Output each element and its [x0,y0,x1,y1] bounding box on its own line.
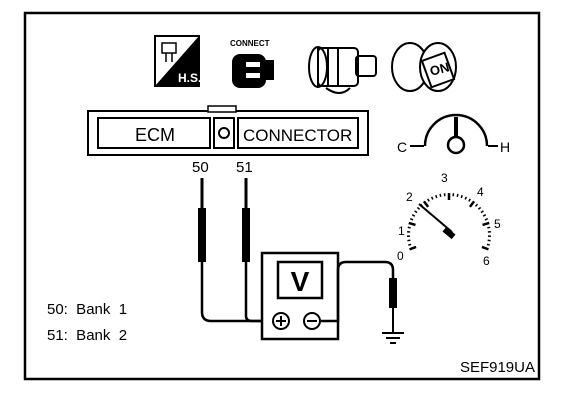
temp-cold-label: C [397,139,407,155]
tach-minor-mark [460,194,463,199]
tach-minor-mark [414,210,418,214]
tach-major-mark [422,200,430,208]
terminal-51-label: 51 [236,159,253,176]
tach-minor-mark [464,196,468,200]
tach-minor-mark [409,218,414,221]
temperature-gauge: C H [397,113,510,155]
tach-tick-1: 1 [398,224,405,238]
voltmeter-label: V [291,266,310,297]
tach-minor-mark [435,194,438,199]
legend-bank-2: 51: Bank 2 [47,327,127,344]
wire-terminal-51 [244,262,270,323]
tach-minor-mark [456,193,459,198]
tach-major-mark [408,221,416,227]
ecm-connector: ECM CONNECTOR [87,105,369,156]
tach-minor-mark [439,193,442,198]
hs-icon: H.S. [154,35,201,87]
tach-minor-mark [419,203,424,207]
tach-tick-4: 4 [477,185,484,199]
tach-major-mark [482,221,490,227]
probe-terminal-50 [198,178,206,262]
connect-icon-text: CONNECT [230,39,270,48]
tach-minor-mark [484,218,489,221]
tach-major-mark [481,245,489,251]
tach-minor-mark [487,226,491,229]
probe-terminal-51 [242,178,250,262]
ground-probe [389,278,397,308]
tach-minor-mark [407,226,411,229]
ground-symbol [382,332,404,344]
tach-major-mark [409,245,417,251]
connector-label: CONNECTOR [243,126,352,145]
temp-hot-label: H [500,139,510,155]
voltmeter: V [260,251,340,341]
legend-bank-1: 50: Bank 1 [47,301,127,318]
key-on-text: ON [428,59,451,79]
tach-minor-mark [408,243,412,246]
tach-minor-mark [486,243,490,246]
tach-tick-6: 6 [483,254,490,268]
tach-minor-mark [468,198,471,202]
tach-minor-mark [416,206,421,210]
tach-minor-mark [480,210,484,214]
tach-minor-mark [430,196,434,200]
tach-minor-mark [477,206,482,210]
tach-tick-3: 3 [441,171,448,185]
terminal-50-label: 50 [192,159,209,176]
tach-tick-5: 5 [494,217,501,231]
ignition-key-icon: ON [391,42,457,92]
tach-minor-mark [411,214,416,217]
connector-plug-icon: CONNECT [230,39,274,88]
tachometer: 0 1 2 3 4 5 6 [397,171,501,268]
tach-minor-mark [482,214,487,217]
tach-minor-mark [474,203,479,207]
engine-icon [308,46,377,94]
tach-tick-0: 0 [397,249,404,263]
hs-icon-text: H.S. [178,71,201,85]
figure-code: SEF919UA [460,359,535,376]
ground-wire [320,260,395,323]
tach-minor-mark [427,198,430,202]
wire-terminal-50 [200,262,270,323]
tach-major-mark [468,200,476,208]
ecm-label: ECM [135,125,175,145]
tach-tick-2: 2 [406,190,413,204]
